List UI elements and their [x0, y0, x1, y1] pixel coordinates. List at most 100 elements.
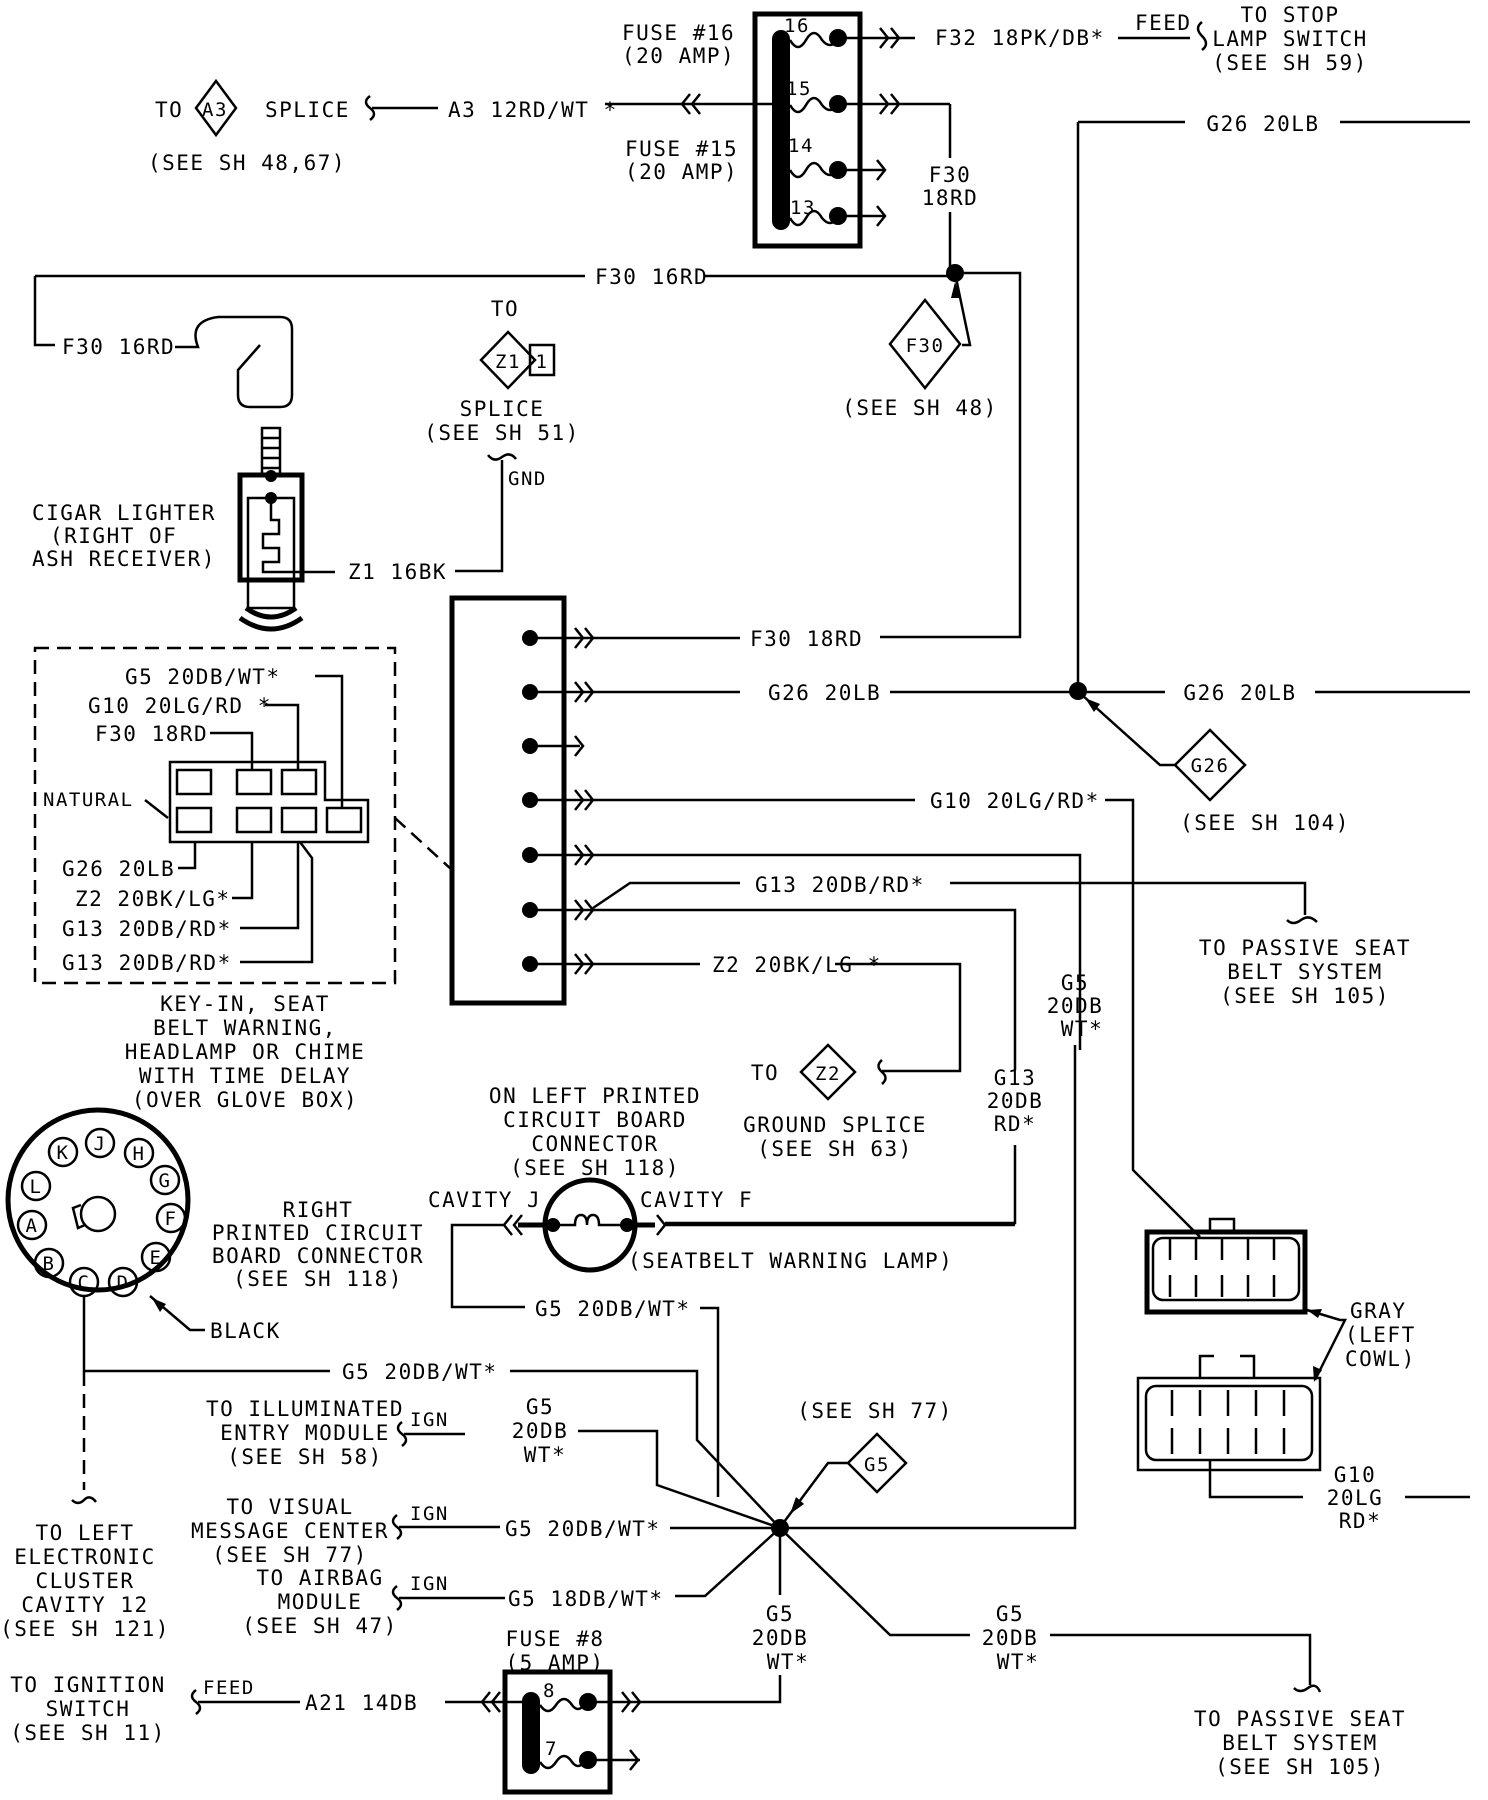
main-connector-pins	[522, 627, 1082, 1070]
ignition-line-3: (SEE SH 11)	[10, 1721, 166, 1745]
vmc-ign: IGN	[410, 1503, 449, 1525]
z1-gnd-label: GND	[508, 468, 547, 490]
fuse8-pin-8: 8	[543, 1680, 556, 1702]
passive-belt-upper-1: TO PASSIVE SEAT	[1199, 936, 1411, 960]
g13-vert-3: RD*	[994, 1112, 1036, 1136]
connector-arrow-icon	[879, 93, 901, 115]
gray-conn-line-3: COWL)	[1345, 1347, 1416, 1371]
airbag-line-2: MODULE	[278, 1590, 363, 1614]
g26-splice-code: G26	[1191, 755, 1230, 777]
cavity-f-label: CAVITY F	[640, 1188, 753, 1212]
fuse-13-element	[788, 209, 839, 227]
harness-break-icon	[877, 1059, 887, 1085]
pin-a: A	[26, 1215, 39, 1237]
pin-j: J	[94, 1133, 107, 1155]
g13-vert-1: G13	[994, 1066, 1036, 1090]
conn-g13-label: G13 20DB/RD*	[755, 873, 925, 897]
z1-splice-line2: (SEE SH 51)	[424, 421, 580, 445]
z2-splice-line1: GROUND SPLICE	[743, 1113, 927, 1137]
fuse-15-element	[788, 96, 839, 114]
fuse-block-outline	[752, 11, 863, 249]
pin-l: L	[30, 1176, 43, 1198]
left-cluster-2: ELECTRONIC	[14, 1545, 155, 1569]
fuse-14-element	[788, 161, 839, 179]
illum-wire-2: 20DB	[512, 1419, 569, 1443]
airbag-line-1: TO AIRBAG	[256, 1566, 383, 1590]
f30-riser-line2: 18RD	[922, 186, 979, 210]
a3-splice-label: SPLICE	[265, 98, 350, 122]
g5-vert-2: 20DB	[1047, 994, 1104, 1018]
harness-break-icon	[364, 95, 376, 121]
z2-splice-diamond-icon	[799, 1043, 857, 1101]
g5-right-1: G5	[996, 1602, 1024, 1626]
fuse8-bus-bar	[522, 1692, 540, 1774]
chime-wire-g10: G10 20LG/RD *	[88, 694, 272, 718]
gray-conn-wire-3: RD*	[1339, 1509, 1381, 1533]
z1-splice-diamond-icon	[479, 330, 537, 390]
harness-break-icon	[1286, 916, 1318, 925]
z1-splice-pin: 1	[536, 351, 549, 373]
chime-natural-label: NATURAL	[43, 789, 134, 811]
g5-splice-code: G5	[864, 1454, 890, 1476]
cigar-lighter-line-2: (RIGHT OF	[50, 524, 177, 548]
g5-right-2: 20DB	[982, 1626, 1039, 1650]
z2-splice-code: Z2	[815, 1063, 841, 1085]
right-pcb-connector-icon	[5, 1107, 191, 1293]
fuse-pin-15: 15	[786, 78, 812, 100]
f30-splice-code: F30	[906, 335, 945, 357]
harness-break-icon	[71, 1496, 97, 1505]
z1-pin-box	[528, 343, 556, 377]
fuse-block-top: 16 15 14 13	[605, 11, 950, 249]
a3-splice-diamond-icon	[194, 78, 238, 138]
conn-g10-label: G10 20LG/RD*	[930, 789, 1100, 813]
g26-splice-ref: (SEE SH 104)	[1180, 811, 1350, 835]
g5-down-3: WT*	[767, 1650, 809, 1674]
chime-caption-5: (OVER GLOVE BOX)	[132, 1088, 358, 1112]
harness-break-icon	[391, 1585, 403, 1611]
chime-module-outline	[33, 646, 397, 985]
chime-caption-2: BELT WARNING,	[153, 1016, 337, 1040]
chime-wire-g5: G5 20DB/WT*	[125, 665, 281, 689]
connector-arrow-icon	[879, 27, 901, 49]
connector-arrow-icon	[876, 159, 887, 181]
passive-belt-lower-3: (SEE SH 105)	[1215, 1755, 1385, 1779]
gray-connector-top	[1144, 1217, 1308, 1315]
g5-down-2: 20DB	[752, 1626, 809, 1650]
g5-vert-3: WT*	[1061, 1017, 1103, 1041]
illum-line-1: TO ILLUMINATED	[206, 1397, 404, 1421]
g5-vert-1: G5	[1061, 971, 1089, 995]
g26-top-label: G26 20LB	[1206, 112, 1319, 136]
left-pcb-line-2: CIRCUIT BOARD	[503, 1108, 687, 1132]
chime-wire-g26: G26 20LB	[62, 857, 175, 881]
gray-conn-line-1: GRAY	[1350, 1299, 1407, 1323]
z1-splice-code: Z1	[495, 351, 521, 373]
fuse8-pin-7: 7	[545, 1738, 558, 1760]
harness-break-icon	[396, 1421, 408, 1447]
g5-down-1: G5	[766, 1602, 794, 1626]
passive-belt-upper-3: (SEE SH 105)	[1220, 984, 1390, 1008]
stop-lamp-feed: FEED	[1135, 11, 1192, 35]
f30-riser-line1: F30	[929, 163, 971, 187]
pin-b: B	[43, 1253, 56, 1275]
z2-splice-line2: (SEE SH 63)	[757, 1137, 913, 1161]
gray-connector-bottom	[1136, 1354, 1322, 1472]
harness-break-icon	[1293, 1684, 1322, 1693]
cigar-lighter-line-1: CIGAR LIGHTER	[32, 501, 216, 525]
airbag-wire-label: G5 18DB/WT*	[508, 1587, 664, 1611]
harness-break-icon	[190, 1689, 202, 1715]
cigar-lighter-line-3: ASH RECEIVER)	[32, 547, 216, 571]
g5-splice-ref: (SEE SH 77)	[797, 1399, 953, 1423]
vmc-line-2: MESSAGE CENTER	[191, 1519, 389, 1543]
right-pcb-line-3: BOARD CONNECTOR	[212, 1244, 424, 1268]
f30-16rd-left-label: F30 16RD	[62, 335, 175, 359]
stop-lamp-line-1: TO STOP	[1240, 3, 1339, 27]
chime-wire-g13-a: G13 20DB/RD*	[62, 917, 232, 941]
fuse16-amp: (20 AMP)	[622, 44, 735, 68]
fuse-pin-14: 14	[788, 135, 814, 157]
harness-break-icon	[487, 453, 517, 461]
a3-to-label: TO	[155, 98, 183, 122]
harness-break-icon	[1196, 21, 1208, 51]
chime-caption-4: WITH TIME DELAY	[139, 1064, 351, 1088]
chime-wire-z2: Z2 20BK/LG*	[75, 887, 231, 911]
